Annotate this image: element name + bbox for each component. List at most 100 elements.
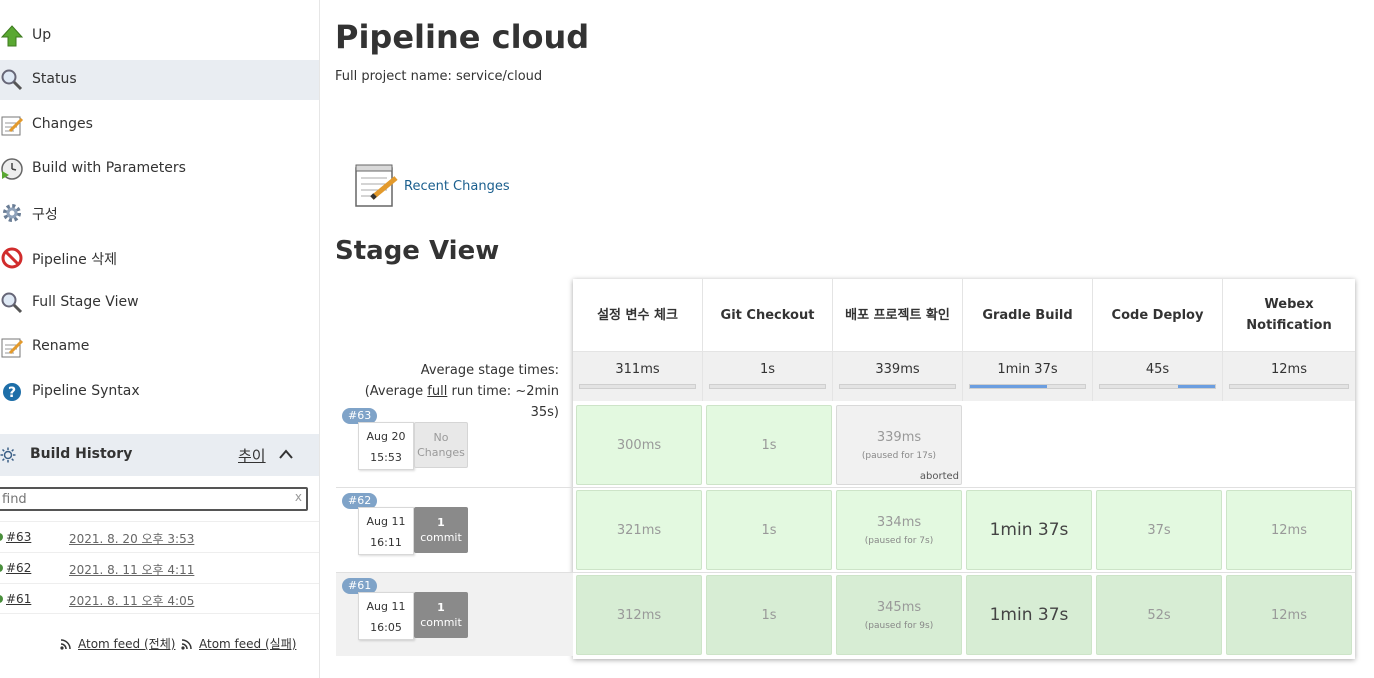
- stage-average-bar: [579, 384, 696, 389]
- stage-duration: 37s: [1147, 522, 1171, 538]
- stage-average: 1s: [703, 351, 833, 401]
- task-label: Up: [32, 27, 52, 43]
- help-icon: ?: [3, 383, 21, 401]
- build-date: Aug 20: [366, 430, 406, 443]
- stage-cell[interactable]: 1min 37s: [966, 490, 1092, 570]
- stage-average-bar: [1099, 384, 1216, 389]
- build-status-icon: [0, 533, 3, 541]
- paused-note: (paused for 17s): [861, 450, 937, 461]
- stage-cell[interactable]: 339ms(paused for 17s)aborted: [836, 405, 962, 485]
- stage-duration: 12ms: [1271, 607, 1307, 623]
- stage-header: Gradle Build: [963, 279, 1093, 351]
- avg-run-suffix: run time: ~2min 35s): [447, 384, 559, 420]
- atom-feed-all-link[interactable]: Atom feed (전체): [60, 635, 175, 652]
- build-status-icon: [0, 564, 3, 572]
- stage-average-value: 1s: [759, 362, 776, 377]
- build-search-input[interactable]: [0, 489, 280, 509]
- atom-feed-failed-link[interactable]: Atom feed (실패): [181, 635, 296, 652]
- build-badge[interactable]: #62: [342, 493, 378, 509]
- svg-text:?: ?: [8, 385, 16, 401]
- task-changes[interactable]: Changes: [0, 105, 319, 145]
- task-label: Pipeline 삭제: [32, 252, 118, 268]
- stage-average: 311ms: [573, 351, 703, 401]
- notepad-icon: [355, 164, 398, 207]
- stage-duration: 12ms: [1271, 522, 1307, 538]
- task-delete-pipeline[interactable]: Pipeline 삭제: [0, 238, 319, 278]
- build-time: 16:11: [370, 536, 402, 549]
- build-badge[interactable]: #61: [342, 578, 378, 594]
- full-project-name: Full project name: service/cloud: [335, 69, 543, 84]
- task-label: Build with Parameters: [32, 160, 186, 176]
- build-date-link[interactable]: 2021. 8. 20 오후 3:53: [69, 532, 195, 546]
- stage-duration: 300ms: [616, 437, 662, 453]
- changes-line-1: 1: [437, 516, 445, 529]
- build-history-title: Build History: [30, 446, 133, 462]
- task-build-with-parameters[interactable]: Build with Parameters: [0, 149, 319, 189]
- task-configure[interactable]: 구성: [0, 193, 319, 233]
- stage-duration: 312ms: [616, 607, 662, 623]
- recent-changes[interactable]: Recent Changes: [352, 162, 510, 210]
- stage-cell[interactable]: 1min 37s: [966, 575, 1092, 655]
- stage-cell[interactable]: 1s: [706, 405, 832, 485]
- stage-duration: 321ms: [616, 522, 662, 538]
- build-search-box: x: [0, 487, 308, 511]
- full-run-link[interactable]: full: [427, 384, 448, 399]
- build-history-row: #61 2021. 8. 11 오후 4:05: [0, 583, 319, 614]
- task-pipeline-syntax[interactable]: ? Pipeline Syntax: [0, 372, 319, 412]
- task-label: Changes: [32, 116, 93, 132]
- stage-header: Git Checkout: [703, 279, 833, 351]
- build-number-link[interactable]: #63: [6, 530, 32, 544]
- stage-cell[interactable]: 321ms: [576, 490, 702, 570]
- avg-run-prefix: (Average: [364, 384, 428, 399]
- stage-duration: 345ms: [876, 599, 922, 615]
- build-number-link[interactable]: #62: [6, 561, 32, 575]
- build-date-link[interactable]: 2021. 8. 11 오후 4:11: [69, 563, 195, 577]
- stage-average: 45s: [1093, 351, 1223, 401]
- trend-link[interactable]: 추이: [238, 447, 266, 465]
- build-date: Aug 11: [366, 515, 406, 528]
- task-up[interactable]: Up: [0, 16, 319, 56]
- task-label: Full Stage View: [32, 294, 139, 310]
- stage-cell[interactable]: 300ms: [576, 405, 702, 485]
- clear-search-button[interactable]: x: [294, 490, 302, 504]
- stage-cell[interactable]: 1s: [706, 575, 832, 655]
- stage-cell[interactable]: 37s: [1096, 490, 1222, 570]
- stage-cell[interactable]: 12ms: [1226, 575, 1352, 655]
- task-full-stage-view[interactable]: Full Stage View: [0, 283, 319, 323]
- stage-cell[interactable]: 52s: [1096, 575, 1222, 655]
- average-stage-times: Average stage times:: [420, 363, 559, 378]
- average-run-time: (Average full run time: ~2min 35s): [336, 381, 559, 423]
- search-icon: [1, 292, 23, 314]
- stage-cell[interactable]: 345ms(paused for 9s): [836, 575, 962, 655]
- chevron-up-icon[interactable]: [278, 448, 294, 460]
- stage-duration: 1s: [761, 522, 777, 538]
- build-date-link[interactable]: 2021. 8. 11 오후 4:05: [69, 594, 195, 608]
- stage-average-bar: [1229, 384, 1349, 389]
- stage-header: 배포 프로젝트 확인: [833, 279, 963, 351]
- stage-cell[interactable]: 1s: [706, 490, 832, 570]
- changes-line-2: commit: [420, 616, 462, 629]
- gear-icon: [3, 204, 21, 222]
- build-badge[interactable]: #63: [342, 408, 378, 424]
- recent-changes-link[interactable]: Recent Changes: [404, 178, 510, 194]
- stage-duration: 334ms: [876, 514, 922, 530]
- task-label: Pipeline Syntax: [32, 383, 140, 399]
- stage-cell[interactable]: 334ms(paused for 7s): [836, 490, 962, 570]
- task-status[interactable]: Status: [0, 60, 319, 100]
- build-number-link[interactable]: #61: [6, 592, 32, 606]
- task-rename[interactable]: Rename: [0, 327, 319, 367]
- stage-duration: 1s: [761, 437, 777, 453]
- stage-cell[interactable]: 312ms: [576, 575, 702, 655]
- atom-feed-failed-label: Atom feed (실패): [199, 637, 297, 651]
- build-date: Aug 11: [366, 600, 406, 613]
- average-times-label: Average stage times: (Average full run t…: [336, 360, 559, 423]
- build-history-header: Build History 추이: [0, 434, 319, 476]
- stage-cell[interactable]: 12ms: [1226, 490, 1352, 570]
- stage-duration: 1min 37s: [989, 520, 1069, 540]
